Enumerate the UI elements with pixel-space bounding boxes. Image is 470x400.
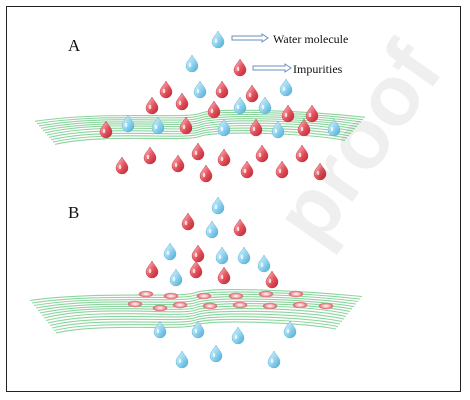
pore xyxy=(202,302,218,310)
water-molecule-icon xyxy=(211,196,225,215)
impurity-icon xyxy=(217,266,231,285)
water-molecule-icon xyxy=(279,78,293,97)
water-molecule-icon xyxy=(327,118,341,137)
legend-arrows xyxy=(231,33,292,73)
impurity-icon xyxy=(295,144,309,163)
water-molecule-icon xyxy=(215,246,229,265)
water-molecule-icon xyxy=(258,96,272,115)
legend-impurity-label: Impurities xyxy=(293,62,343,76)
impurity-icon xyxy=(145,260,159,279)
membrane-layer xyxy=(38,113,362,127)
membrane-layer xyxy=(51,316,341,329)
figure-frame xyxy=(6,6,461,392)
impurity-icon xyxy=(115,156,129,175)
impurity-icon xyxy=(275,160,289,179)
impurity-icon xyxy=(240,160,254,179)
impurity-icon xyxy=(191,142,205,161)
pore xyxy=(138,290,154,298)
water-molecule-icon xyxy=(163,242,177,261)
pore xyxy=(258,290,274,298)
water-molecule-icon xyxy=(209,344,223,363)
water-molecule-icon xyxy=(217,118,231,137)
membrane-layer xyxy=(36,111,364,125)
water-molecule-icon xyxy=(267,350,281,369)
impurity-icon xyxy=(255,144,269,163)
impurity-icon xyxy=(297,118,311,137)
impurity-icon xyxy=(189,260,203,279)
water-molecule-icon xyxy=(231,326,245,345)
impurity-icon xyxy=(249,118,263,137)
impurity-icon xyxy=(99,120,113,139)
membrane-layer xyxy=(37,298,355,312)
water-molecule-icon xyxy=(257,254,271,273)
water-molecule-icon xyxy=(121,114,135,133)
water-molecule-icon xyxy=(191,320,205,339)
membrane-layer xyxy=(42,118,358,132)
impurity-icon xyxy=(265,270,279,289)
water-molecule-icon xyxy=(185,54,199,73)
pore xyxy=(288,290,304,298)
impurity-icon xyxy=(175,92,189,111)
pore xyxy=(262,302,278,310)
molecule-drops xyxy=(99,30,341,369)
impurity-icon xyxy=(207,100,221,119)
impurity-icon xyxy=(233,218,247,237)
panel-label-b: B xyxy=(68,203,80,222)
impurity-icon xyxy=(281,104,295,123)
impurity-icon xyxy=(233,58,247,77)
pore xyxy=(228,292,244,300)
membrane-layer xyxy=(47,310,345,324)
membrane-layer xyxy=(40,116,360,129)
arrow-right-icon xyxy=(252,63,292,73)
pore xyxy=(163,292,179,300)
impurity-icon xyxy=(217,148,231,167)
membrane-pores xyxy=(127,290,334,312)
impurity-icon xyxy=(313,162,327,181)
water-molecule-icon xyxy=(283,320,297,339)
panel-label-a: A xyxy=(68,36,81,55)
impurity-icon xyxy=(305,104,319,123)
impurity-icon xyxy=(181,212,195,231)
membrane-layer xyxy=(49,313,343,327)
pore xyxy=(292,301,308,309)
impurity-icon xyxy=(145,96,159,115)
pore xyxy=(318,302,334,310)
arrow-right-icon xyxy=(231,33,269,43)
water-molecule-icon xyxy=(193,80,207,99)
impurity-icon xyxy=(159,80,173,99)
impurity-icon xyxy=(143,146,157,165)
pore xyxy=(196,292,212,300)
pore xyxy=(152,304,168,312)
pore xyxy=(127,300,143,308)
membrane-layer xyxy=(34,109,366,122)
water-molecule-icon xyxy=(211,30,225,49)
legend-water-label: Water molecule xyxy=(273,32,349,46)
water-molecule-icon xyxy=(153,320,167,339)
water-molecule-icon xyxy=(271,120,285,139)
membrane-layer xyxy=(45,308,347,322)
impurity-icon xyxy=(199,164,213,183)
water-molecule-icon xyxy=(169,268,183,287)
impurity-icon xyxy=(171,154,185,173)
water-molecule-icon xyxy=(151,116,165,135)
impurity-icon xyxy=(215,80,229,99)
membrane-layer xyxy=(53,318,339,332)
membrane-layer xyxy=(35,296,357,309)
impurity-icon xyxy=(179,116,193,135)
pore xyxy=(172,301,188,309)
water-molecule-icon xyxy=(233,96,247,115)
impurity-icon xyxy=(245,84,259,103)
water-molecule-icon xyxy=(175,350,189,369)
impurity-icon xyxy=(191,244,205,263)
membrane-layer xyxy=(54,132,346,145)
pore xyxy=(232,301,248,309)
water-molecule-icon xyxy=(237,246,251,265)
water-molecule-icon xyxy=(205,220,219,239)
